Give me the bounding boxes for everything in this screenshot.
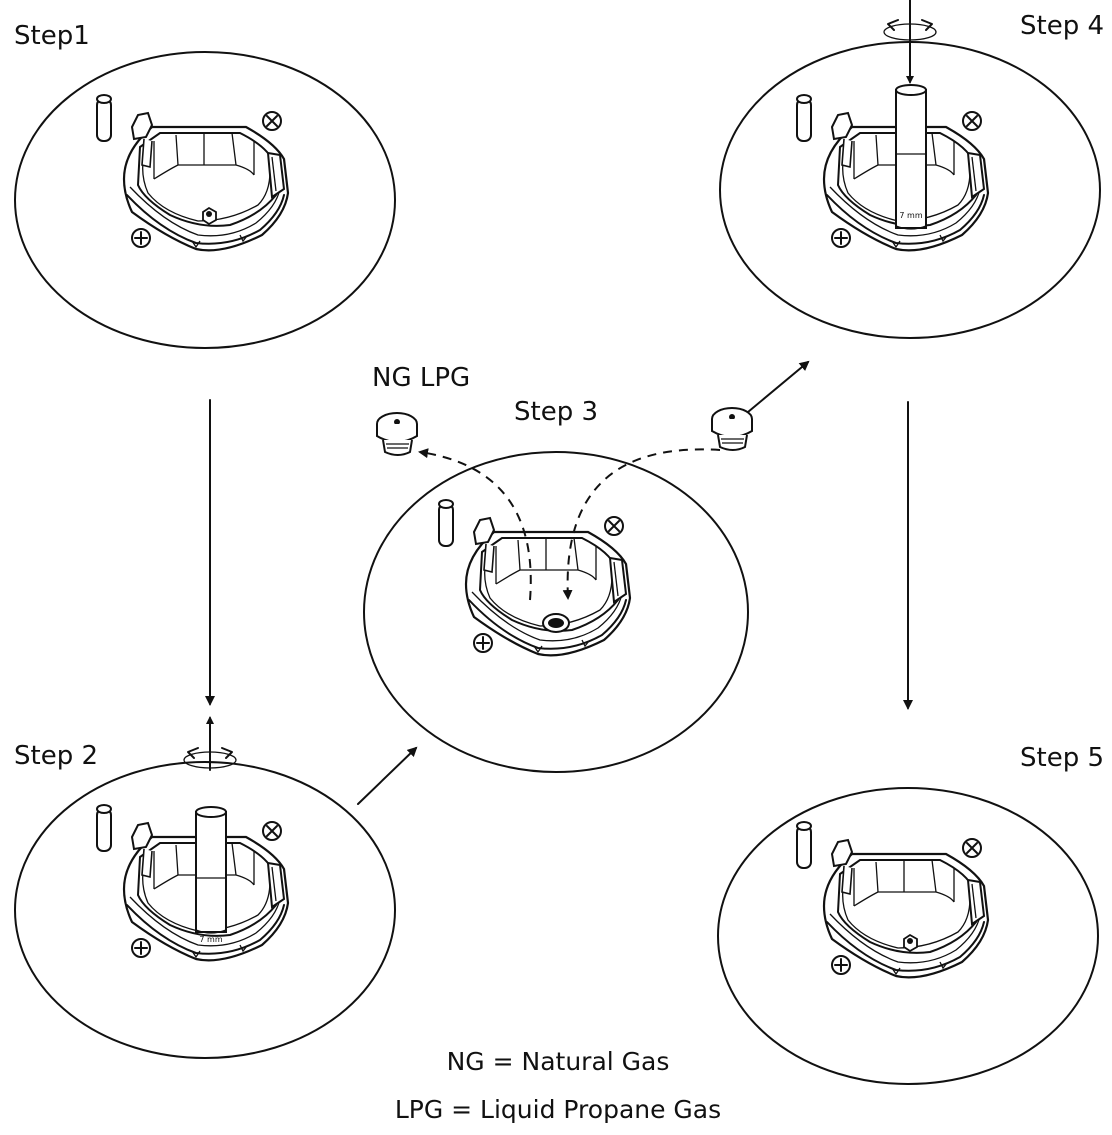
legend-lpg: LPG = Liquid Propane Gas (395, 1095, 721, 1124)
step5-plate (717, 787, 1099, 1085)
step5-burner (795, 820, 990, 979)
lpg-nozzle (711, 407, 753, 451)
step2-label: Step 2 (14, 741, 98, 771)
step2-burner (95, 803, 290, 962)
step1-label: Step1 (14, 21, 90, 51)
step5-jet-nut (903, 933, 918, 953)
step2-socket-tool: 7 mm (195, 806, 227, 944)
step5-panel: Step 5 (717, 743, 1104, 1085)
step4-label: Step 4 (1020, 11, 1104, 41)
arrow-step3-to-step4 (747, 360, 810, 413)
lpg-nozzle-insertion-path (562, 448, 721, 600)
step3-panel: Step 3 NG LPG (363, 363, 753, 773)
step4-socket-tool: 7 mm (895, 84, 927, 230)
gas-type-legend: NG = Natural Gas LPG = Liquid Propane Ga… (395, 1047, 721, 1124)
step4-burner (795, 93, 990, 252)
step3-burner (437, 498, 632, 657)
step2-plate (14, 761, 396, 1059)
nozzle-type-label: NG LPG (372, 363, 470, 393)
ng-nozzle (376, 412, 418, 456)
step2-tool-size: 7 mm (199, 935, 222, 944)
step4-panel: Step 4 7 mm (719, 0, 1104, 339)
step1-plate (14, 51, 396, 349)
step5-label: Step 5 (1020, 743, 1104, 773)
step1-panel: Step1 (14, 21, 396, 349)
step2-rotation-indicator (183, 716, 237, 771)
ng-nozzle-removal-path (418, 448, 532, 601)
step1-jet-nut (202, 206, 217, 226)
step3-jet-hole (542, 613, 570, 633)
step4-tool-size: 7 mm (899, 211, 922, 220)
step1-burner (95, 93, 290, 252)
legend-ng: NG = Natural Gas (447, 1047, 670, 1076)
step2-panel: Step 2 7 mm (14, 716, 396, 1059)
step3-label: Step 3 (514, 397, 598, 427)
step3-plate (363, 451, 749, 773)
arrow-step2-to-step3 (357, 746, 418, 805)
step4-rotation-indicator (883, 0, 937, 84)
